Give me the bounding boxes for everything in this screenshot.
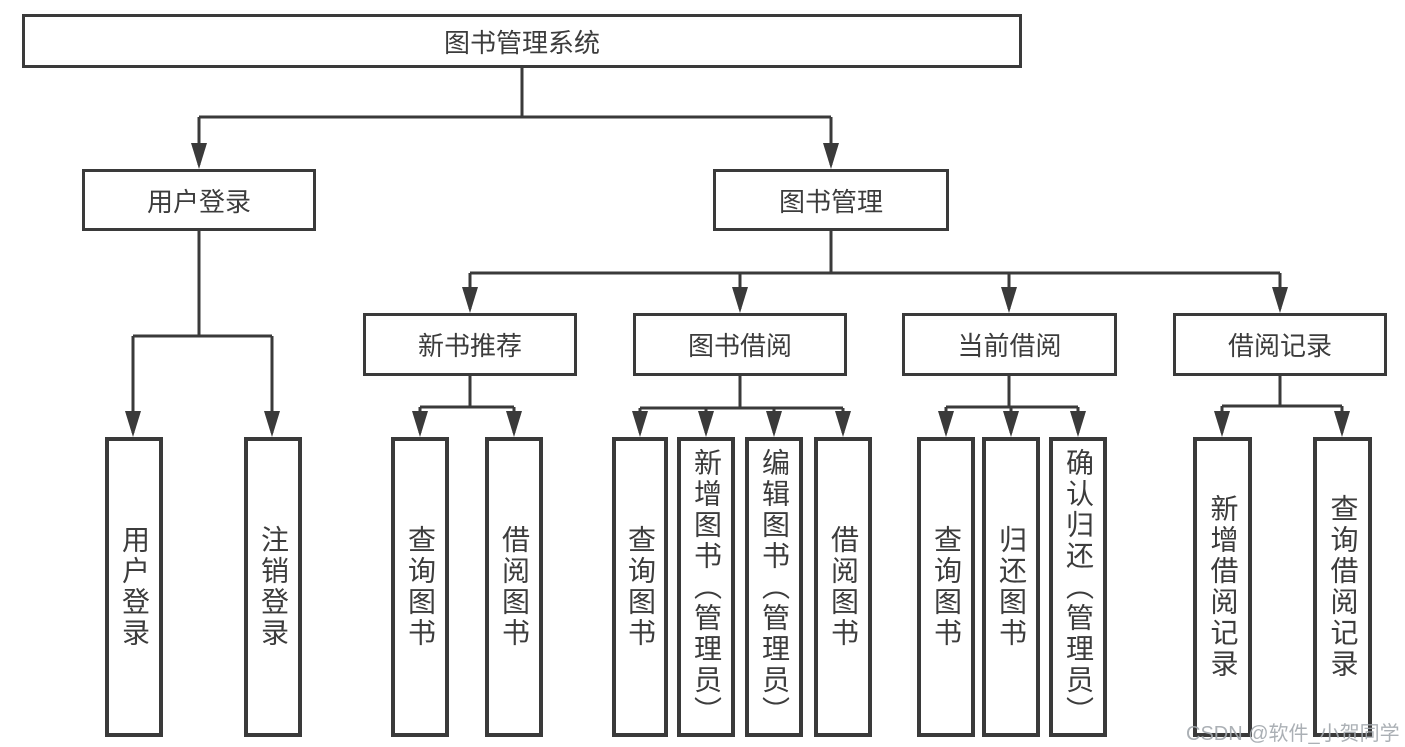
leaf-return-books: 归还图书	[982, 437, 1040, 737]
leaf-add-books-admin: 新增图书（管理员）	[677, 437, 735, 737]
node-label: 借阅记录	[1227, 331, 1332, 361]
watermark: CSDN @软件_小贺同学	[1186, 723, 1400, 745]
node-label: 确认归还（管理员）	[1063, 447, 1094, 727]
node-current-borrowing: 当前借阅	[902, 313, 1117, 376]
node-label: 查询图书	[625, 525, 656, 649]
node-label: 查询图书	[405, 525, 436, 649]
node-label: 图书借阅	[687, 331, 792, 361]
leaf-confirm-return-admin: 确认归还（管理员）	[1049, 437, 1107, 737]
node-borrowing-records: 借阅记录	[1173, 313, 1387, 376]
node-label: 借阅图书	[828, 525, 859, 649]
node-label: 新书推荐	[417, 331, 522, 361]
node-label: 用户登录	[146, 186, 251, 217]
leaf-user-login: 用户登录	[105, 437, 163, 737]
node-label: 借阅图书	[499, 525, 530, 649]
leaf-add-borrow-record: 新增借阅记录	[1193, 437, 1252, 737]
node-book-borrowing: 图书借阅	[633, 313, 847, 376]
node-label: 注销登录	[258, 525, 289, 649]
node-label: 归还图书	[996, 525, 1027, 649]
node-user-login: 用户登录	[82, 169, 316, 231]
node-label: 查询借阅记录	[1327, 494, 1359, 680]
node-label: 用户登录	[119, 525, 150, 649]
node-label: 查询图书	[931, 525, 962, 649]
node-label: 新增图书（管理员）	[691, 447, 722, 727]
leaf-borrow-books-recommend: 借阅图书	[485, 437, 543, 737]
node-label: 编辑图书（管理员）	[759, 447, 790, 727]
leaf-query-books-recommend: 查询图书	[391, 437, 449, 737]
leaf-logout: 注销登录	[244, 437, 302, 737]
node-label: 图书管理	[778, 186, 883, 217]
node-label: 新增借阅记录	[1207, 494, 1239, 680]
leaf-borrow-books-borrowing: 借阅图书	[814, 437, 872, 737]
node-label: 图书管理系统	[443, 27, 600, 58]
leaf-query-books-borrowing: 查询图书	[612, 437, 668, 737]
node-new-book-recommendation: 新书推荐	[363, 313, 577, 376]
node-library-system: 图书管理系统	[22, 14, 1022, 68]
node-book-management: 图书管理	[713, 169, 949, 231]
leaf-query-borrow-record: 查询借阅记录	[1313, 437, 1372, 737]
node-label: 当前借阅	[957, 331, 1062, 361]
arrowheads	[125, 143, 1350, 437]
leaf-edit-books-admin: 编辑图书（管理员）	[745, 437, 803, 737]
leaf-query-books-current: 查询图书	[917, 437, 975, 737]
